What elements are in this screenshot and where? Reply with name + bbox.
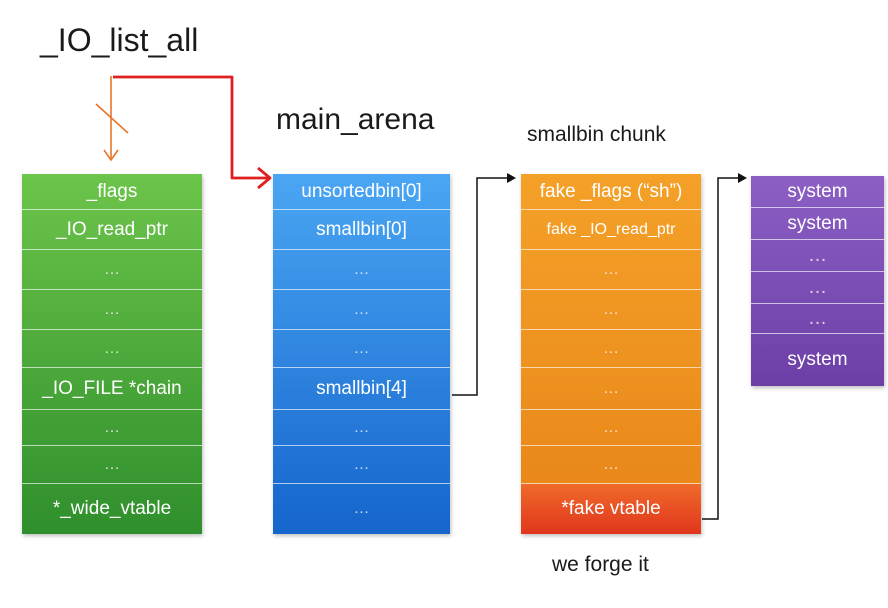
smallbin-chunk-label: smallbin chunk bbox=[527, 123, 666, 146]
field-ellipsis: … bbox=[22, 290, 202, 330]
chunk-ellipsis: … bbox=[521, 330, 701, 368]
vtable-ellipsis: … bbox=[751, 272, 884, 304]
chunk-fake-vtable: *fake vtable bbox=[521, 484, 701, 534]
strike-through-mark bbox=[95, 103, 129, 134]
arena-smallbin-0: smallbin[0] bbox=[273, 210, 450, 250]
io-list-all-label: _IO_list_all bbox=[40, 22, 199, 58]
arena-unsortedbin-0: unsortedbin[0] bbox=[273, 174, 450, 210]
field-ellipsis: … bbox=[22, 410, 202, 446]
vtable-ellipsis: … bbox=[751, 240, 884, 272]
forge-note: we forge it bbox=[552, 553, 649, 576]
chunk-ellipsis: … bbox=[521, 368, 701, 410]
io-file-struct: _flags _IO_read_ptr … … … _IO_FILE *chai… bbox=[22, 174, 202, 534]
redirect-arrow bbox=[113, 75, 272, 190]
arena-ellipsis: … bbox=[273, 290, 450, 330]
main-arena-struct: unsortedbin[0] smallbin[0] … … … smallbi… bbox=[273, 174, 450, 534]
arena-ellipsis: … bbox=[273, 410, 450, 446]
smallbin-chunk-struct: fake _flags (“sh”) fake _IO_read_ptr … …… bbox=[521, 174, 701, 534]
field-ellipsis: … bbox=[22, 446, 202, 484]
arena-ellipsis: … bbox=[273, 330, 450, 368]
field-wide-vtable: *_wide_vtable bbox=[52, 498, 172, 519]
chunk-ellipsis: … bbox=[521, 250, 701, 290]
arena-ellipsis: … bbox=[353, 500, 370, 517]
vtable-system-entry: system bbox=[751, 176, 884, 208]
chunk-fake-io-read-ptr: fake _IO_read_ptr bbox=[521, 210, 701, 250]
arena-ellipsis: … bbox=[273, 250, 450, 290]
vtable-system-entry: system bbox=[787, 349, 848, 370]
chunk-ellipsis: … bbox=[521, 290, 701, 330]
arena-ellipsis: … bbox=[273, 446, 450, 484]
smallbin4-to-chunk-arrow bbox=[452, 173, 516, 396]
field-chain: _IO_FILE *chain bbox=[22, 368, 202, 410]
chunk-ellipsis: … bbox=[521, 446, 701, 484]
field-flags: _flags bbox=[22, 174, 202, 210]
main-arena-label: main_arena bbox=[276, 103, 435, 136]
chunk-ellipsis: … bbox=[521, 410, 701, 446]
field-ellipsis: … bbox=[22, 250, 202, 290]
field-ellipsis: … bbox=[22, 330, 202, 368]
field-io-read-ptr: _IO_read_ptr bbox=[22, 210, 202, 250]
vtable-ellipsis: … bbox=[751, 304, 884, 334]
vtable-system-entry: system bbox=[751, 208, 884, 240]
arena-smallbin-4: smallbin[4] bbox=[273, 368, 450, 410]
fake-vtable-to-system-arrow bbox=[702, 173, 747, 520]
chunk-fake-flags: fake _flags (“sh”) bbox=[521, 174, 701, 210]
fake-vtable-struct: system system … … … system bbox=[751, 176, 884, 386]
